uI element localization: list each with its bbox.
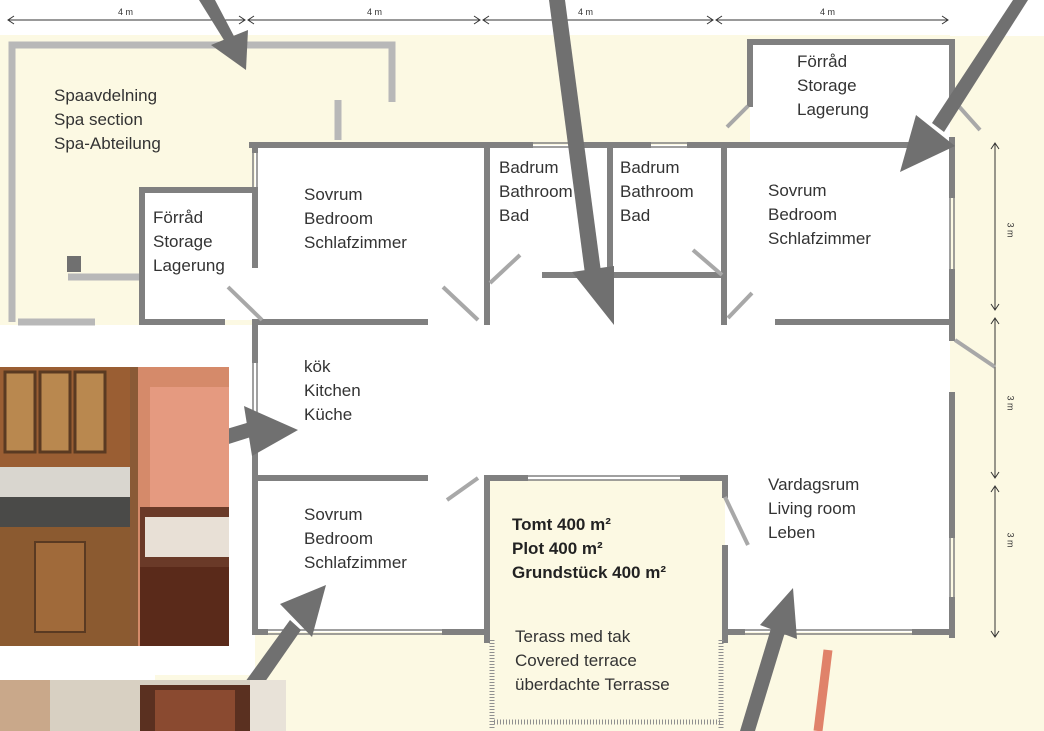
dim-right-3: 3 m (1005, 532, 1016, 548)
dim-top-2: 4 m (367, 7, 383, 17)
bedroom-photo-image (0, 680, 286, 731)
kitchen-photo-image (0, 367, 229, 646)
arrow-spa (199, 0, 248, 70)
bedroom-photo (0, 680, 286, 731)
dim-right-1: 3 m (1005, 222, 1016, 238)
dim-top-4: 4 m (820, 7, 836, 17)
arrow-living (740, 588, 797, 731)
spa-walls (8, 41, 396, 326)
kitchen-photo (0, 367, 229, 646)
doors (226, 100, 997, 546)
house-interior (255, 145, 950, 632)
storage-left-interior (145, 190, 255, 320)
dim-top-3: 4 m (578, 7, 594, 17)
spa-fixture (67, 256, 81, 272)
right-dimension-lines (990, 142, 1000, 638)
top-dimension-lines (7, 15, 949, 25)
plot-area-gap (0, 0, 1044, 35)
accent-line (813, 649, 833, 731)
arrow-center (549, 0, 614, 325)
arrow-bedroom-right (900, 0, 1028, 172)
dim-top-1: 4 m (118, 7, 134, 17)
dim-right-2: 3 m (1005, 395, 1016, 411)
